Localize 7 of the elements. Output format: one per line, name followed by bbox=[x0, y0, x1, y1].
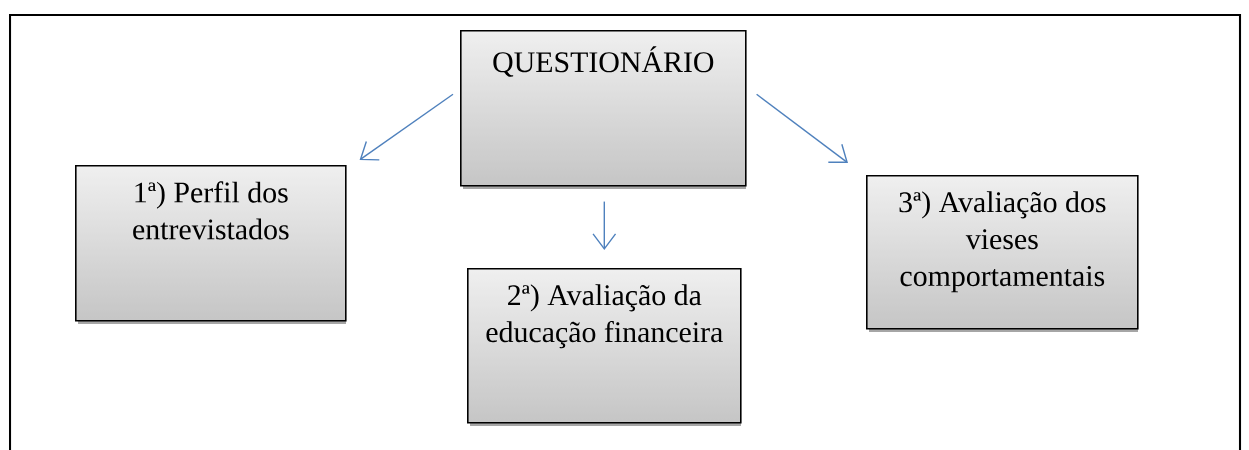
arrow bbox=[359, 93, 454, 161]
process-box: QUESTIONÁRIO bbox=[460, 30, 747, 189]
arrow bbox=[592, 200, 617, 250]
process-box: 2ª) Avaliação da educação financeira bbox=[467, 268, 742, 426]
arrow bbox=[755, 93, 848, 163]
process-box: 3ª) Avaliação dos vieses comportamentais bbox=[866, 175, 1139, 332]
process-box: 1ª) Perfil dos entrevistados bbox=[75, 165, 347, 324]
